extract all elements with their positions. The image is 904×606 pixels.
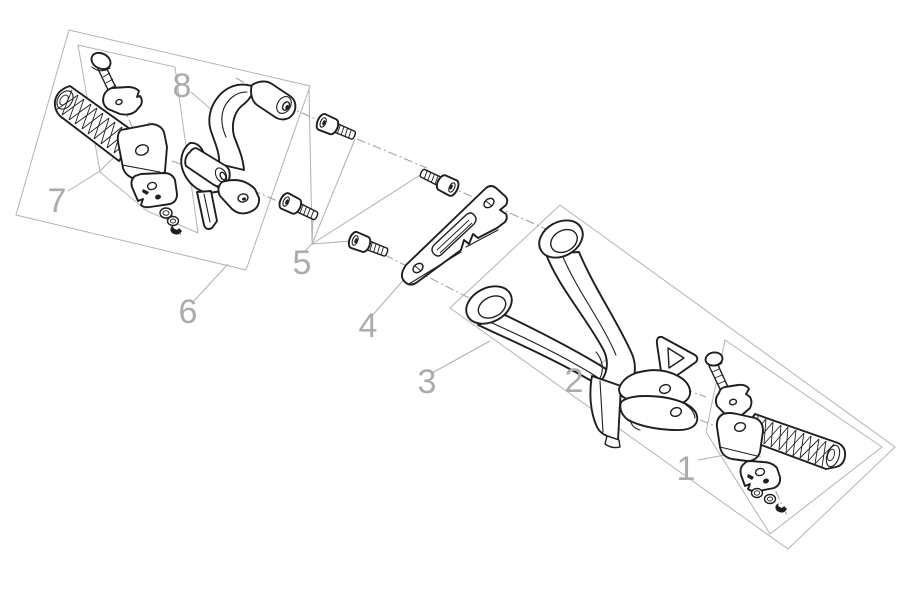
tab-lower-hole — [669, 406, 683, 418]
arm2-contour — [562, 256, 617, 379]
box-part6-outer — [15, 29, 311, 271]
plate-slot-inner — [436, 219, 473, 254]
leader-3 — [431, 340, 491, 374]
part-2-hanger-arm — [538, 219, 699, 449]
mount-plate7-hole2 — [155, 194, 161, 200]
center-lines — [100, 57, 789, 519]
part-3-hanger-arm — [465, 285, 628, 402]
bolt-icon — [416, 163, 462, 199]
arm2-eyelet-bore — [550, 228, 578, 254]
clip7 — [170, 225, 182, 235]
box-parts-2-3 — [449, 204, 896, 550]
part-4-bracket-plate — [400, 185, 509, 286]
plate-thickness-edge — [408, 229, 499, 285]
callout-8: 8 — [173, 67, 192, 105]
leader-6 — [192, 263, 229, 303]
peg7-tip-cap — [56, 90, 74, 110]
centerline-boltA-boltD — [356, 138, 428, 169]
part-7-footpeg-assembly — [53, 51, 182, 235]
peg1-block-hole — [733, 422, 747, 432]
part-8-hanger-bracket — [180, 80, 297, 230]
bolt-icon — [313, 111, 359, 145]
callout-1: 1 — [677, 450, 696, 488]
tab-upper-hole — [658, 383, 672, 395]
mount-plate1-hole1 — [754, 467, 766, 477]
bracket-gusset-cutout — [667, 347, 685, 369]
leader-5 — [304, 87, 429, 252]
arm8-body — [208, 83, 254, 171]
cover-plate1-hole — [728, 398, 738, 406]
boss-face — [276, 96, 292, 114]
washer7 — [159, 207, 173, 219]
arm8-contour — [221, 91, 248, 138]
pivot-hole — [219, 171, 227, 181]
peg7-block-hole — [134, 144, 150, 156]
boundary-boxes — [15, 29, 896, 550]
callout-7: 7 — [48, 182, 67, 220]
callout-6: 6 — [179, 293, 198, 331]
centerline-boltC-arm3 — [384, 254, 478, 303]
boss-cylinder — [250, 80, 297, 121]
callout-3: 3 — [418, 363, 437, 401]
callout-2: 2 — [565, 362, 584, 400]
arm3-eyelet-bore — [477, 295, 507, 319]
bracket-bottom-tab — [604, 435, 621, 449]
bolt-icon — [276, 190, 322, 226]
part-1-footpeg-assembly — [704, 351, 847, 513]
wave-washer1 — [763, 493, 777, 505]
bracket-side-plate — [589, 375, 622, 441]
mount-plate7-hole1 — [146, 181, 158, 191]
centerline-boltD-arm2 — [447, 185, 563, 237]
leader-4 — [370, 276, 407, 318]
peg1-base-block — [715, 412, 764, 462]
clip1 — [775, 503, 787, 513]
bolt-icon — [345, 229, 392, 262]
cover-plate7-hole — [115, 98, 123, 106]
callout-4: 4 — [359, 307, 378, 345]
callout-5: 5 — [293, 244, 312, 282]
peg1-tip-cap — [825, 444, 841, 468]
box-part1 — [705, 339, 883, 535]
bolt1-head — [704, 351, 724, 367]
arm3-contour — [491, 322, 598, 378]
bracket-tab-lower — [619, 395, 699, 432]
mount-plate1-hole2 — [763, 478, 769, 484]
washer1 — [750, 487, 764, 499]
callout-labels: 1 2 3 4 5 6 7 8 — [48, 67, 696, 488]
bolt7-head — [90, 51, 112, 71]
mount-plate7 — [130, 172, 178, 209]
wave-washer7 — [166, 215, 180, 227]
